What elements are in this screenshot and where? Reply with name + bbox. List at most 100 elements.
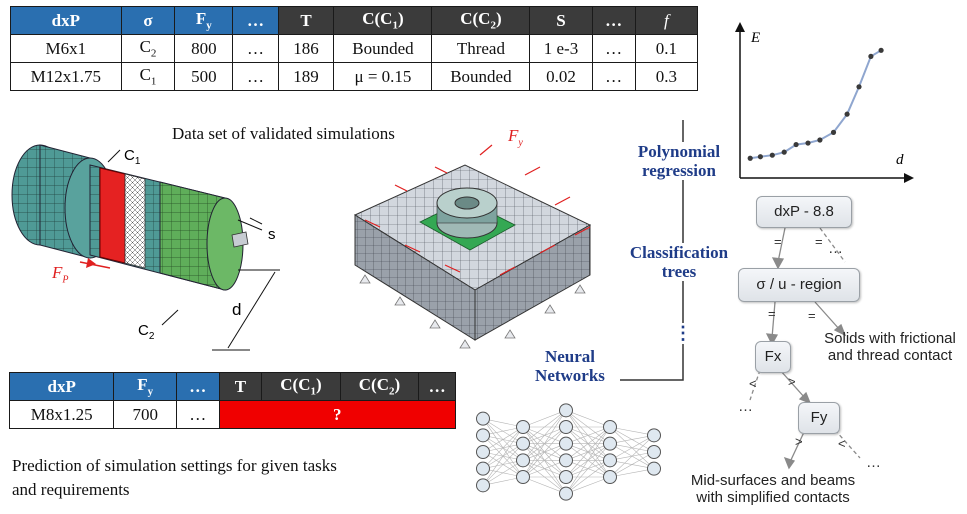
tree-node-fy: Fy	[798, 402, 840, 434]
cell: …	[232, 62, 279, 91]
nn-connection	[522, 410, 567, 428]
method-neural-networks: Neural Networks	[520, 347, 620, 385]
nn-node	[559, 403, 573, 418]
nn-connection	[522, 460, 567, 478]
method-more-dots: ⋮	[674, 323, 692, 344]
regression-data-point	[747, 155, 753, 161]
cell: 1 e-3	[529, 34, 593, 63]
method-classification-trees: Classification trees	[604, 243, 754, 281]
nn-connection	[565, 426, 611, 461]
header-ellipsis-2: …	[418, 372, 456, 401]
nn-node	[516, 453, 530, 468]
method-polynomial-regression: Polynomial regression	[609, 142, 749, 180]
header-cc2: C(C2)	[339, 372, 420, 401]
regression-data-point	[830, 129, 837, 135]
label-fy: Fy	[508, 126, 523, 149]
nn-connection	[609, 435, 655, 461]
header-t: T	[218, 372, 263, 401]
regression-data-point	[805, 140, 811, 146]
tree-leaf-solids: Solids with frictional and thread contac…	[824, 330, 956, 364]
tree-dots: …	[866, 454, 881, 471]
tree-node-sigma-region: σ / u - region	[738, 268, 860, 302]
nn-node	[647, 428, 661, 443]
nn-connection	[609, 435, 655, 478]
header-ellipsis: …	[175, 372, 220, 401]
nn-connection	[522, 410, 567, 478]
regression-data-point	[781, 149, 787, 155]
label-s: s	[268, 226, 276, 243]
nn-node	[559, 436, 573, 451]
regression-data-point	[793, 141, 799, 148]
table-row: M12x1.75 C1 500 … 189 μ = 0.15 Bounded 0…	[10, 62, 699, 91]
nn-connection	[482, 443, 524, 486]
cell: 500	[174, 62, 234, 91]
nn-connection	[565, 410, 611, 428]
regression-data-point	[878, 47, 884, 53]
regression-data-point	[769, 152, 775, 158]
nn-node	[516, 470, 530, 484]
header-s: S	[529, 6, 593, 35]
cell: M8x1.25	[8, 400, 115, 429]
nn-connection	[482, 426, 524, 453]
header-dxp: dxP	[8, 372, 115, 401]
table-header-row: dxP Fy … T C(C1) C(C2) …	[8, 372, 456, 401]
nn-connection	[565, 426, 611, 444]
unknown-settings-cell: ?	[218, 400, 457, 429]
nn-connection	[565, 476, 611, 494]
tree-edge-eq: =	[774, 234, 782, 249]
prediction-table: dxP Fy … T C(C1) C(C2) … M8x1.25 700 … ?	[8, 372, 457, 429]
label-c2: C2	[138, 322, 155, 342]
nn-connection	[609, 426, 655, 436]
header-ellipsis-2: …	[591, 6, 636, 35]
regression-data-point	[844, 111, 850, 117]
nn-node	[603, 420, 617, 434]
validated-simulations-table: dxP σ Fy … T C(C1) C(C2) S … f M6x1 C2 8…	[10, 6, 699, 91]
tree-edge-gt: >	[788, 374, 796, 389]
tree-edge-lt: <	[749, 376, 757, 391]
cell: 700	[113, 400, 177, 429]
nn-node	[476, 428, 490, 443]
nn-connection	[522, 476, 567, 494]
nn-connection	[522, 410, 567, 444]
nn-node	[476, 478, 490, 493]
cell: C2	[120, 34, 176, 63]
nn-node	[647, 461, 661, 476]
tree-dots: …	[828, 240, 843, 257]
tree-dots: …	[738, 398, 753, 415]
nn-node	[559, 486, 573, 501]
cell: 0.02	[529, 62, 593, 91]
top-table-caption: Data set of validated simulations	[172, 124, 395, 143]
regression-data-point	[757, 154, 763, 160]
header-fy: Fy	[113, 372, 177, 401]
label-d: d	[232, 300, 242, 319]
regression-data-point	[856, 84, 862, 90]
table-header-row: dxP σ Fy … T C(C1) C(C2) S … f	[10, 6, 699, 35]
header-ellipsis: …	[232, 6, 279, 35]
cell: 800	[174, 34, 234, 63]
tree-edge-eq: =	[808, 308, 816, 323]
cell: 0.1	[634, 34, 699, 63]
nn-connection	[522, 443, 567, 478]
regression-data-point	[817, 137, 823, 143]
nn-connection	[609, 468, 655, 478]
cell: …	[591, 34, 636, 63]
regression-data-point	[868, 53, 874, 60]
regression-plot	[735, 22, 914, 183]
nn-connection	[565, 443, 611, 494]
nn-node	[603, 470, 617, 484]
nn-connection	[565, 460, 611, 494]
cell: Bounded	[431, 62, 531, 91]
nn-connection	[565, 426, 611, 478]
nn-connection	[522, 426, 567, 478]
cell: μ = 0.15	[333, 62, 433, 91]
cell: …	[232, 34, 279, 63]
cell: Thread	[431, 34, 531, 63]
nn-connection	[522, 410, 567, 461]
header-cc1: C(C1)	[261, 372, 341, 401]
header-cc2: C(C2)	[431, 6, 531, 35]
nn-node	[476, 411, 490, 426]
tree-node-fx: Fx	[755, 341, 791, 373]
label-fp: FP	[52, 263, 69, 286]
nn-connection	[482, 426, 524, 469]
cell: 189	[277, 62, 335, 91]
